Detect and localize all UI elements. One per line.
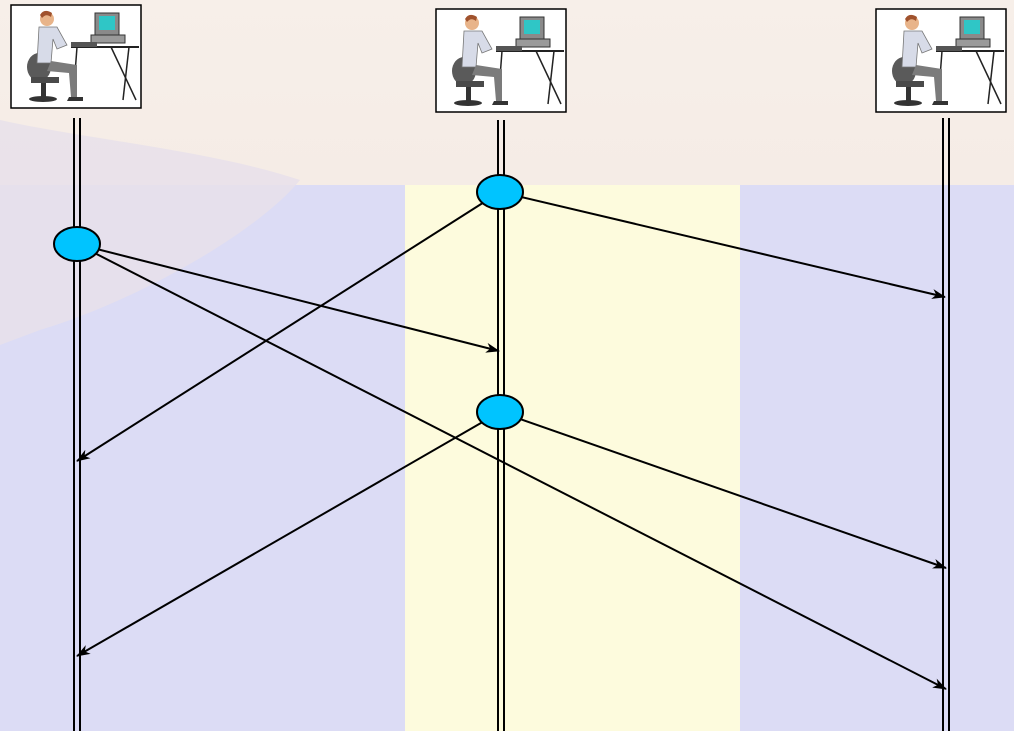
message-arrow xyxy=(500,192,945,297)
event-node xyxy=(477,395,523,429)
message-arrow xyxy=(500,412,946,568)
event-node xyxy=(477,175,523,209)
person-at-computer-icon xyxy=(436,9,566,112)
person-at-computer-icon xyxy=(11,5,141,108)
event-node xyxy=(54,227,100,261)
message-arrow xyxy=(77,244,499,351)
message-arrow xyxy=(77,412,500,656)
message-arrow xyxy=(77,244,946,689)
timeline-p1 xyxy=(74,118,80,731)
person-at-computer-icon xyxy=(876,9,1006,112)
timeline-p3 xyxy=(943,118,949,731)
message-arrow xyxy=(77,192,500,461)
